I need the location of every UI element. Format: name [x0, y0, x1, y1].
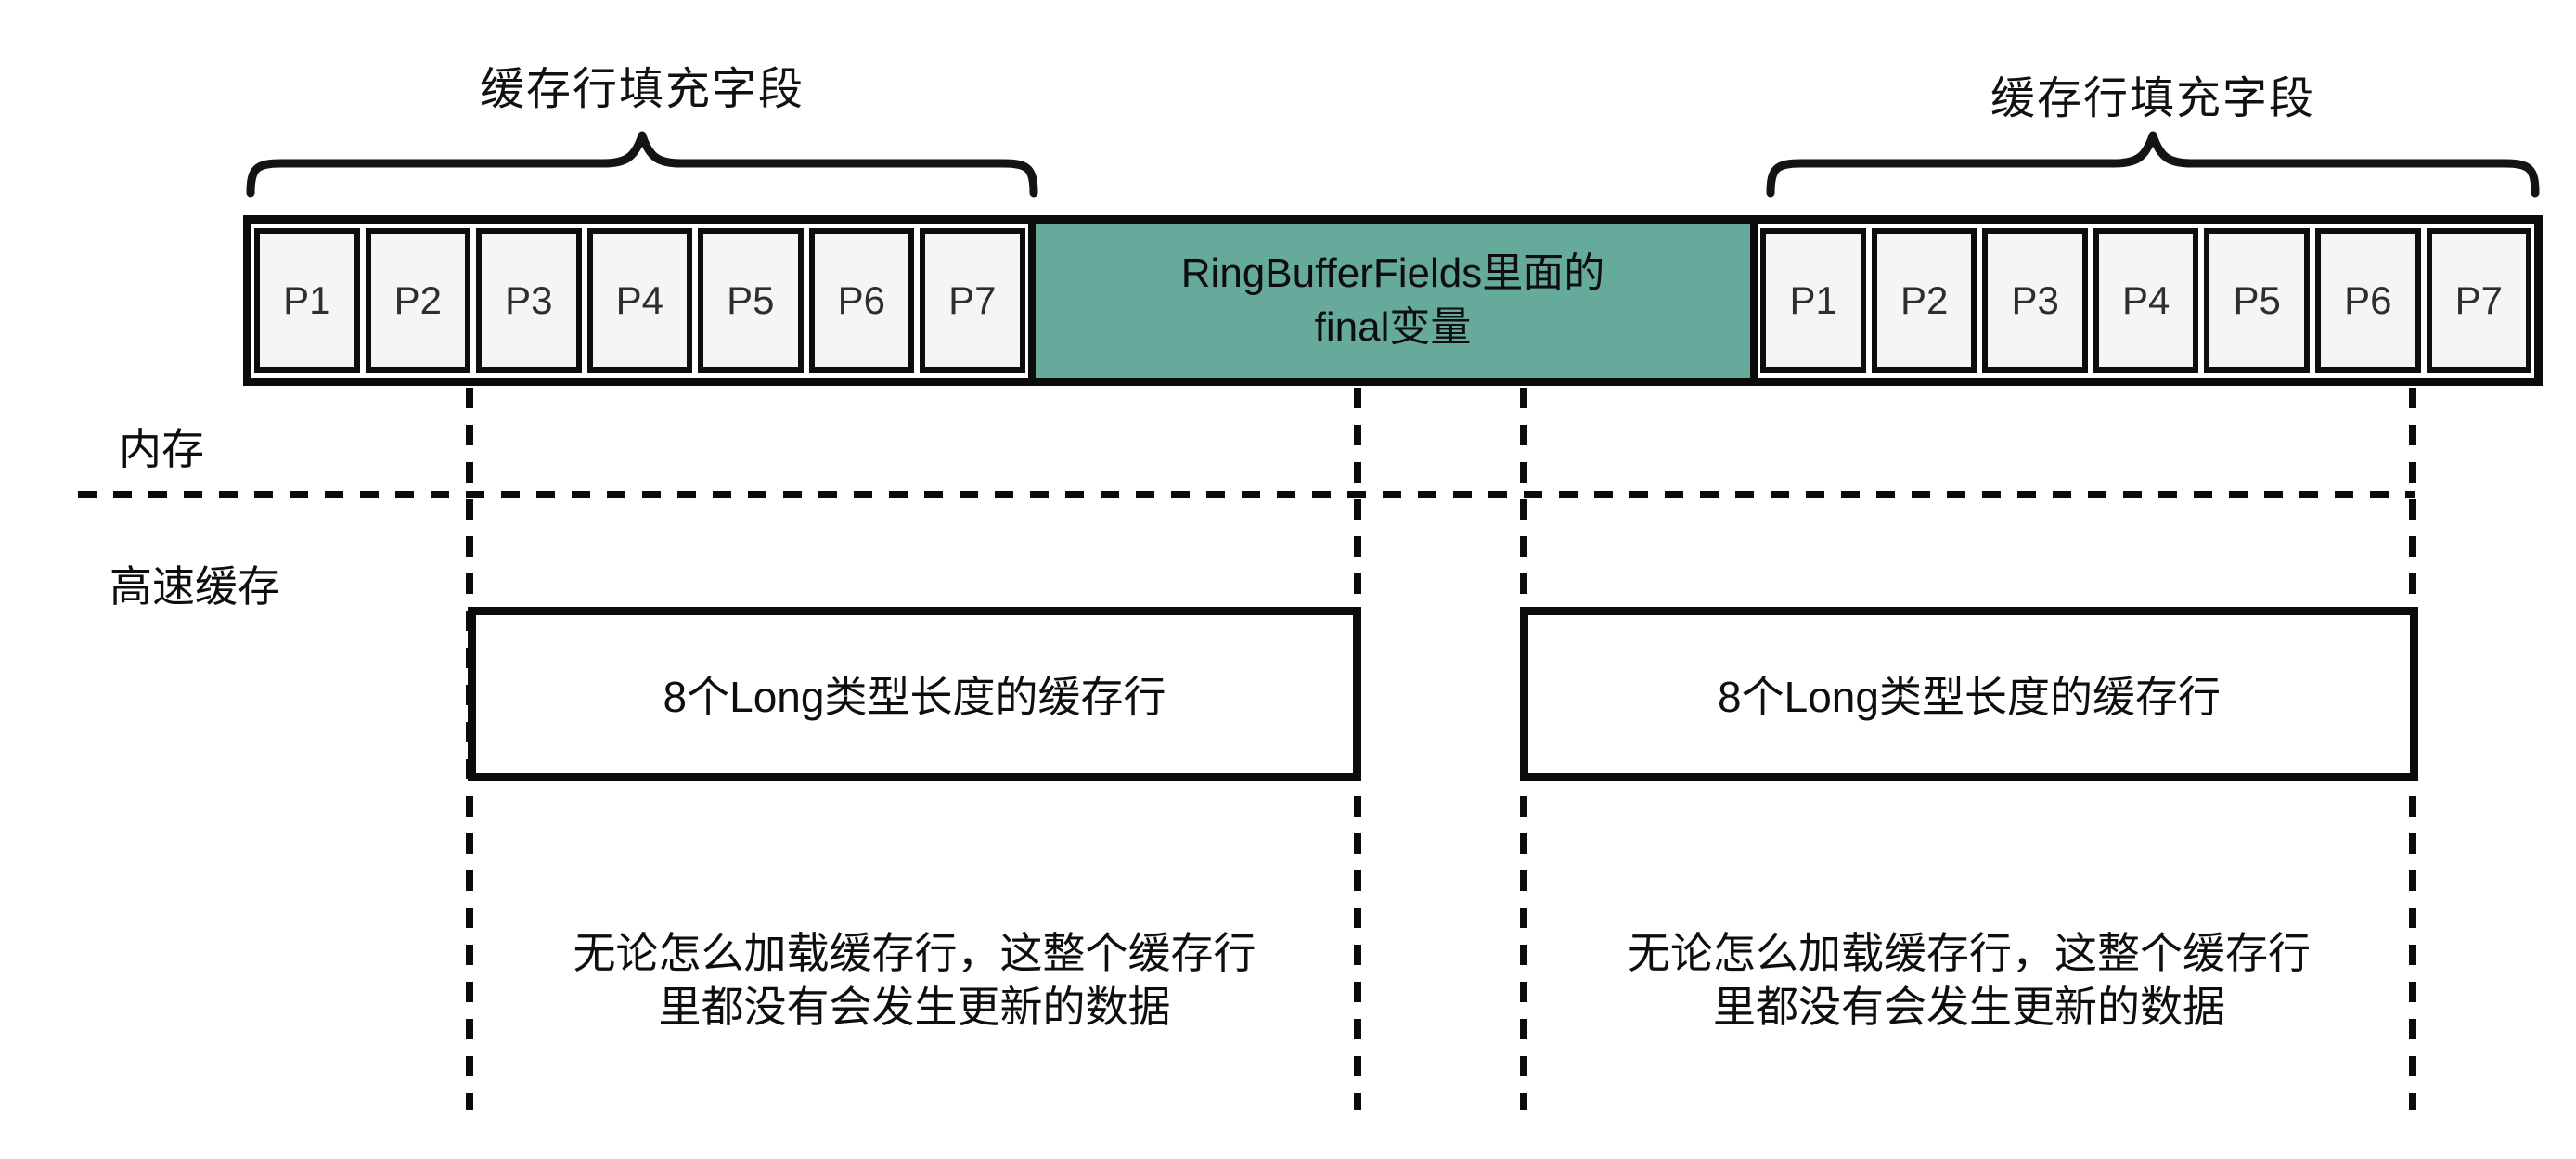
- padding-cell-P4: P4: [2093, 228, 2199, 373]
- cache-region-label: 高速缓存: [109, 562, 280, 611]
- padding-cell-P5: P5: [2204, 228, 2310, 373]
- padding-cell-P1: P1: [254, 228, 360, 373]
- right-brace: [1766, 131, 2540, 198]
- padding-cell-P1: P1: [1760, 228, 1866, 373]
- padding-cell-P7: P7: [2426, 228, 2532, 373]
- left-note-line2: 里都没有会发生更新的数据: [658, 983, 1171, 1031]
- padding-cell-P2: P2: [365, 228, 471, 373]
- padding-cell-P2: P2: [1871, 228, 1977, 373]
- left-note-line1: 无论怎么加载缓存行，这整个缓存行: [573, 929, 1256, 977]
- ringbuffer-fields-cell: RingBufferFields里面的 final变量: [1027, 224, 1758, 378]
- ringbuffer-fields-line2: final变量: [1314, 304, 1472, 350]
- right-cache-line-box: 8个Long类型长度的缓存行: [1520, 607, 2418, 781]
- left-cache-line-note: 无论怎么加载缓存行，这整个缓存行 里都没有会发生更新的数据: [468, 926, 1361, 1034]
- right-note-line1: 无论怎么加载缓存行，这整个缓存行: [1628, 929, 2311, 977]
- memory-region-label: 内存: [119, 425, 204, 473]
- left-padding-label: 缓存行填充字段: [479, 65, 805, 114]
- right-padding-label: 缓存行填充字段: [1990, 74, 2315, 123]
- padding-cell-P6: P6: [2315, 228, 2421, 373]
- padding-cell-P5: P5: [698, 228, 804, 373]
- padding-cell-P7: P7: [920, 228, 1025, 373]
- memory-cache-divider-dashed-line: [78, 491, 2415, 498]
- left-cache-line-box: 8个Long类型长度的缓存行: [468, 607, 1361, 781]
- left-brace: [246, 131, 1038, 198]
- ringbuffer-fields-line1: RingBufferFields里面的: [1180, 251, 1605, 296]
- padding-cell-P3: P3: [476, 228, 582, 373]
- padding-cell-P3: P3: [1982, 228, 2088, 373]
- padding-cell-P4: P4: [586, 228, 693, 373]
- padding-cell-P6: P6: [808, 228, 915, 373]
- right-note-line2: 里都没有会发生更新的数据: [1713, 983, 2225, 1031]
- right-cache-line-note: 无论怎么加载缓存行，这整个缓存行 里都没有会发生更新的数据: [1520, 926, 2418, 1034]
